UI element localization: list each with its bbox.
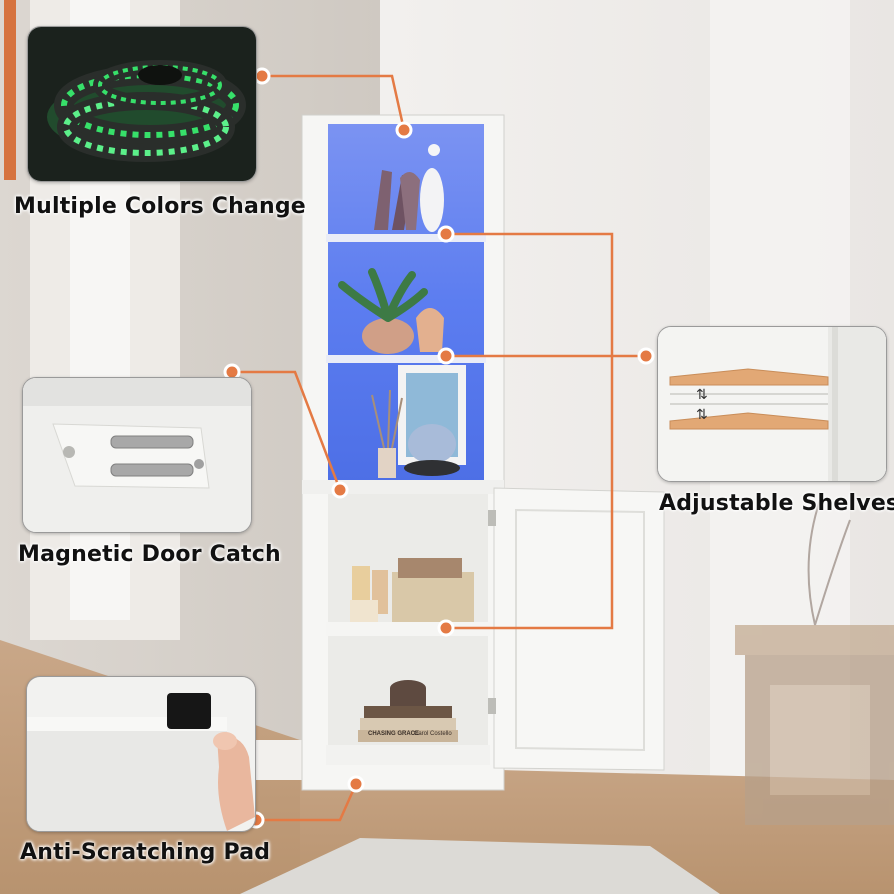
baseboard <box>250 740 310 780</box>
adjustable-shelves-inset: ⇅ ⇅ <box>657 326 887 482</box>
shelf-3 <box>302 480 504 494</box>
shelf-2 <box>326 355 486 363</box>
callout-dot <box>637 347 655 365</box>
led-strip-inset <box>27 26 257 182</box>
book-stack <box>358 680 458 742</box>
bottles-and-basket <box>350 558 474 622</box>
caption-multiple-colors: Multiple Colors Change <box>14 194 306 219</box>
callout-dot <box>437 225 455 243</box>
anti-scratch-pad-inset <box>26 676 256 832</box>
hinge-bottom <box>488 698 496 714</box>
caption-magnetic-catch: Magnetic Door Catch <box>18 542 281 567</box>
potted-plant <box>338 268 444 354</box>
callout-dot <box>331 481 349 499</box>
svg-text:⇅: ⇅ <box>696 387 708 403</box>
corner-cabinet <box>301 114 665 791</box>
caption-anti-scratch-pad: Anti-Scratching Pad <box>20 840 271 865</box>
caption-adjustable-shelves: Adjustable Shelves <box>659 491 894 516</box>
svg-text:⇅: ⇅ <box>696 407 708 423</box>
callout-dot <box>395 121 413 139</box>
side-table <box>735 499 894 825</box>
picture-frame <box>371 365 466 478</box>
hinge-top <box>488 510 496 526</box>
bottom-shelf <box>326 745 490 765</box>
magnetic-catch-inset <box>22 377 252 533</box>
orange-curtain <box>4 0 16 180</box>
callout-dot <box>347 775 365 793</box>
callout-lines <box>232 74 646 822</box>
callout-dot <box>437 619 455 637</box>
book-spine-1: CHASING GRACE <box>368 731 420 737</box>
callout-dot <box>437 347 455 365</box>
book-spine-2: Carol Costello <box>414 731 452 737</box>
callout-dot <box>253 67 271 85</box>
rug <box>240 838 720 894</box>
decor-sculpture <box>374 144 444 232</box>
shelf-1 <box>326 234 486 242</box>
